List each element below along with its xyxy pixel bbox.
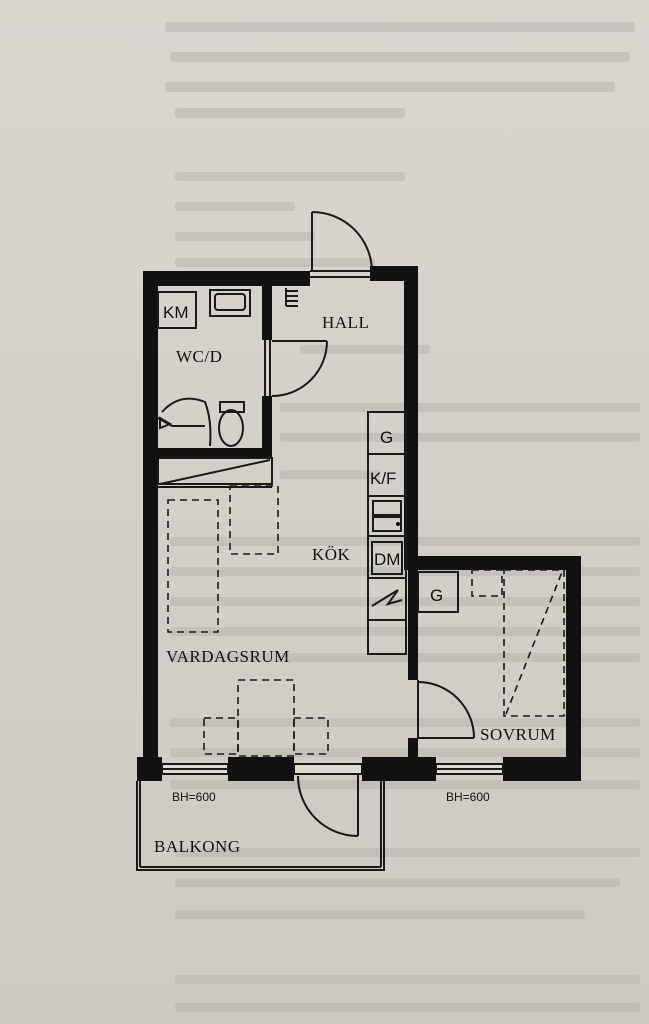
electrical-panel-icon xyxy=(285,288,298,307)
room-label-living-room: VARDAGSRUM xyxy=(166,647,290,666)
room-label-hall: HALL xyxy=(322,313,369,332)
interior-walls xyxy=(156,284,418,760)
background-bleed-text xyxy=(165,22,640,1012)
km-label: KM xyxy=(163,303,189,322)
room-label-kitchen: KÖK xyxy=(312,545,351,564)
dishwasher-label: DM xyxy=(374,550,400,569)
wc-fixtures: KM xyxy=(157,289,251,447)
window-height-left: BH=600 xyxy=(172,790,216,804)
fridge-freezer-label: K/F xyxy=(370,469,396,488)
wc-door xyxy=(271,340,328,397)
exterior-walls xyxy=(137,266,581,781)
room-label-balcony: BALKONG xyxy=(154,837,241,856)
room-label-bedroom: SOVRUM xyxy=(480,725,556,744)
freezer-label: G xyxy=(380,428,393,447)
balcony xyxy=(136,774,385,871)
wardrobe-label: G xyxy=(430,586,443,605)
entrance-door xyxy=(310,211,373,278)
window-height-right: BH=600 xyxy=(446,790,490,804)
bedroom-fixtures: G xyxy=(417,569,565,739)
living-room-furniture xyxy=(167,485,329,757)
windows xyxy=(161,763,504,775)
room-label-wc: WC/D xyxy=(176,347,222,366)
kitchen-fixtures: G K/F DM xyxy=(367,411,407,655)
